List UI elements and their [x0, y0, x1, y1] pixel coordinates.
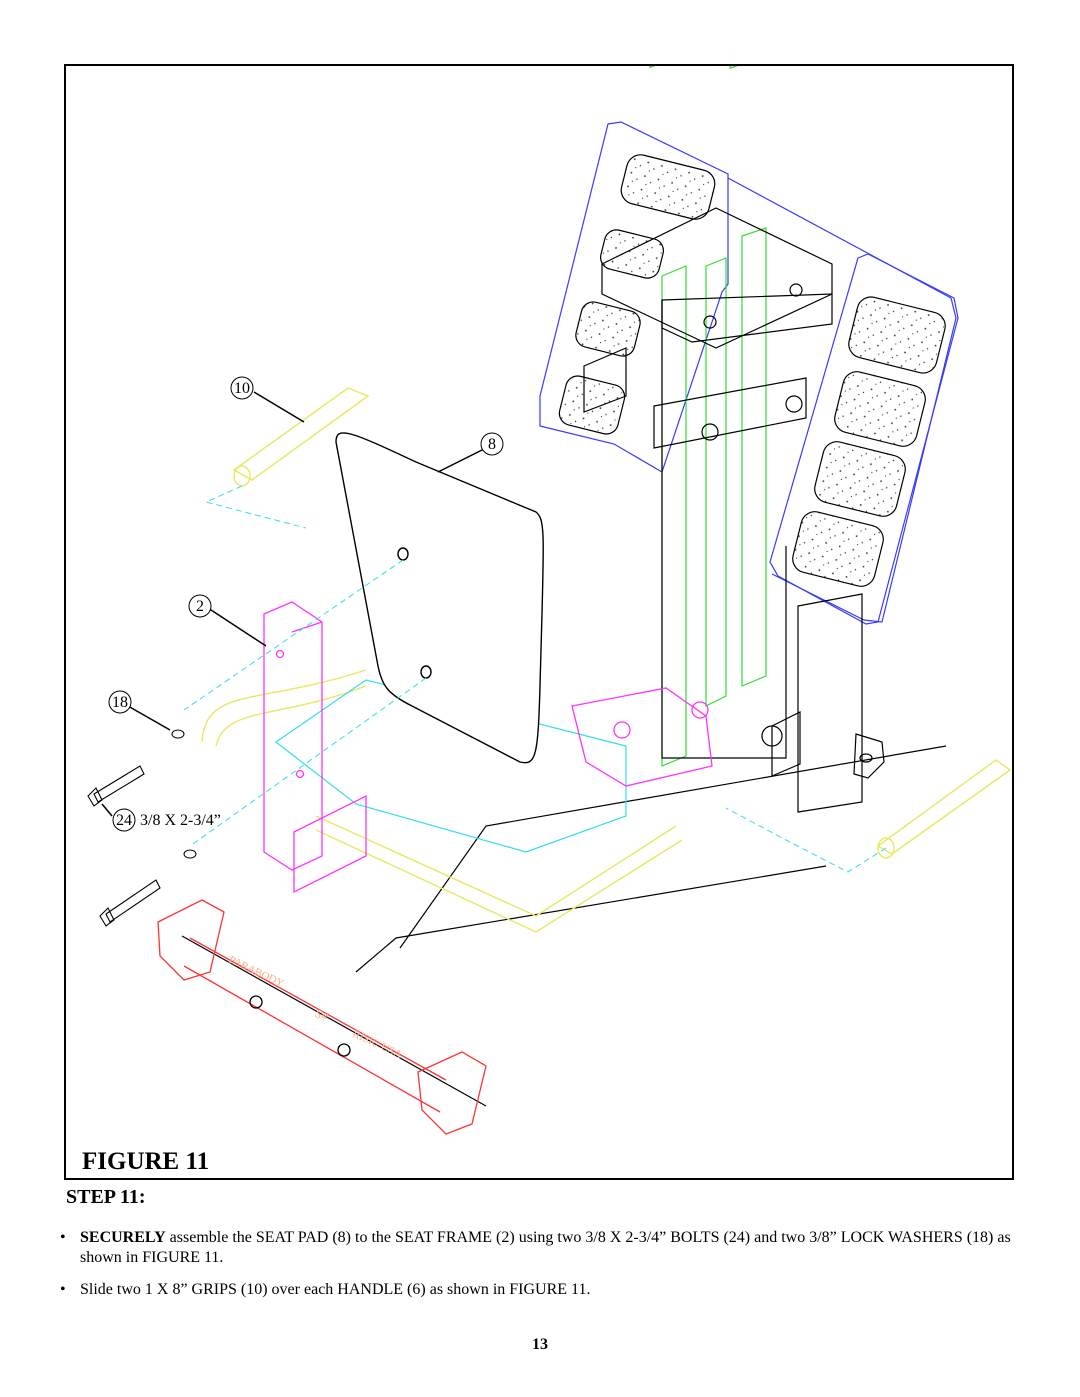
- instruction-item: • SECURELY assemble the SEAT PAD (8) to …: [60, 1228, 1020, 1268]
- svg-text:10: 10: [234, 380, 250, 397]
- figure-frame: PARABODY S# RISK/ USA: [64, 64, 1014, 1180]
- step-heading: STEP 11:: [66, 1186, 146, 1208]
- svg-text:24: 24: [116, 812, 132, 829]
- instruction-item: • Slide two 1 X 8” GRIPS (10) over each …: [60, 1280, 1020, 1300]
- callout-seat-frame: 2: [188, 594, 212, 618]
- callout-lock-washer: 18: [108, 690, 132, 714]
- instruction-list: • SECURELY assemble the SEAT PAD (8) to …: [60, 1228, 1020, 1312]
- bolts: [87, 765, 161, 927]
- svg-text:18: 18: [112, 694, 128, 711]
- handle-grips: [201, 387, 1012, 933]
- instruction-text: Slide two 1 X 8” GRIPS (10) over each HA…: [80, 1281, 591, 1298]
- bullet: •: [60, 1229, 66, 1246]
- seat-pad: [335, 432, 544, 764]
- svg-text:8: 8: [488, 436, 496, 453]
- svg-text:2: 2: [196, 598, 204, 615]
- callout-seat-pad: 8: [480, 432, 504, 456]
- page-number: 13: [532, 1336, 548, 1353]
- base-foot: PARABODY S# RISK/ USA: [157, 899, 487, 1135]
- bullet: •: [60, 1281, 66, 1298]
- instruction-text: assemble the SEAT PAD (8) to the SEAT FR…: [80, 1229, 1011, 1266]
- main-frame: [181, 207, 947, 1107]
- instruction-emphasis: SECURELY: [80, 1229, 166, 1246]
- base-decal-origin: RISK/ USA: [351, 1028, 404, 1061]
- assembly-diagram: PARABODY S# RISK/ USA: [87, 66, 1012, 1135]
- bolt-size-label: 3/8 X 2-3/4”: [140, 812, 221, 829]
- seat-frame: [263, 601, 713, 894]
- callout-bolt: 24 3/8 X 2-3/4”: [112, 808, 221, 832]
- backrest-pad: [539, 121, 957, 623]
- base-decal-logo: S#: [313, 1006, 330, 1024]
- right-back-panel: [769, 253, 959, 625]
- callout-leaders: [101, 391, 487, 817]
- lock-washers: [171, 729, 197, 859]
- figure-caption: FIGURE 11: [82, 1148, 210, 1175]
- base-decal-brand: PARABODY: [227, 954, 286, 990]
- seat-cushion: [274, 679, 627, 853]
- callout-grip: 10: [230, 376, 254, 400]
- alignment-guides: [183, 485, 887, 873]
